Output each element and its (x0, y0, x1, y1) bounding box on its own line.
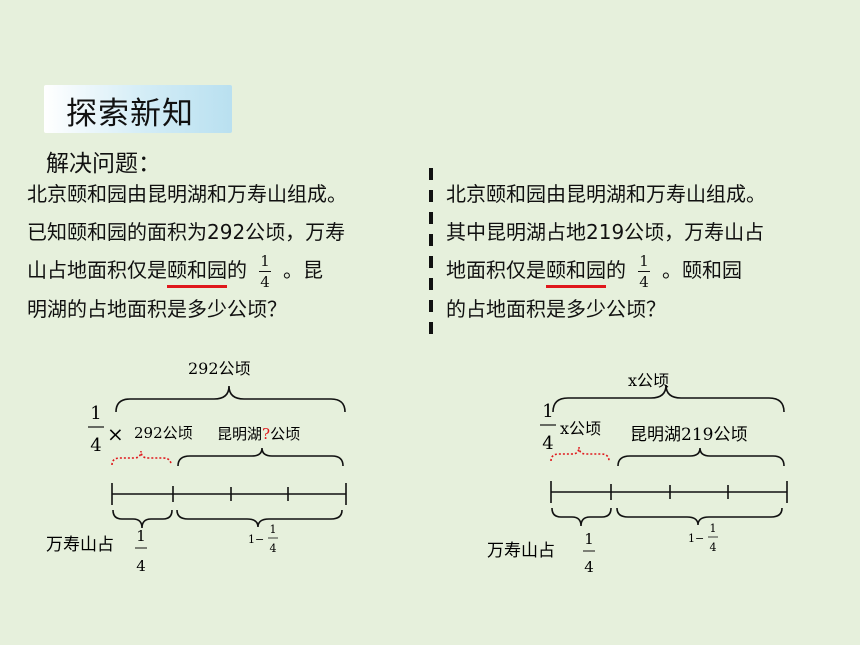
left-part1-label: 292公顷 (134, 424, 193, 442)
right-rest-frac-den: 4 (710, 541, 717, 554)
right-line-2: 其中昆明湖占地219公顷，万寿山占 (446, 220, 765, 244)
right-line-3-pre: 地面积仅是 (446, 258, 546, 282)
left-bottom-frac-den: 4 (136, 557, 146, 575)
section-tag-label: 探索新知 (66, 96, 194, 132)
left-frac-num: 1 (90, 403, 101, 424)
right-lower-brace-small (551, 507, 612, 527)
right-bottom-frac-den: 4 (584, 558, 594, 576)
left-rest-label: 1− (248, 533, 264, 546)
left-rest-frac-num: 1 (270, 523, 277, 536)
right-rest-label: 1− (688, 532, 704, 545)
right-part1-label: x公顷 (560, 419, 601, 438)
left-text-frac-den: 4 (260, 273, 270, 291)
left-underlined-term: 颐和园 (167, 251, 227, 289)
left-line-3-end: 。昆 (283, 258, 323, 282)
left-line-2: 已知颐和园的面积为292公顷，万寿 (27, 220, 346, 244)
left-dotted-brace (111, 450, 172, 466)
left-rest-frac-den: 4 (270, 542, 277, 555)
left-lower-brace-large (176, 509, 343, 528)
left-problem-text: 北京颐和园由昆明湖和万寿山组成。 已知颐和园的面积为292公顷，万寿 山占地面积… (27, 175, 417, 328)
left-times-sign: × (107, 422, 124, 446)
left-line-3-pre: 山占地面积仅是 (27, 258, 167, 282)
left-text-frac-num: 1 (260, 252, 270, 270)
right-part2-label: 昆明湖219公顷 (630, 425, 747, 445)
right-total-label: x公顷 (628, 371, 669, 390)
right-upper-brace (617, 447, 785, 467)
left-frac-den: 4 (90, 435, 101, 456)
left-lower-brace-small (112, 509, 173, 529)
section-tag: 探索新知 (44, 85, 232, 133)
left-part2-prefix: 昆明湖 (217, 425, 262, 443)
left-line-1: 北京颐和园由昆明湖和万寿山组成。 (27, 182, 347, 206)
fraction-bar (259, 271, 271, 272)
dashed-divider (429, 168, 433, 340)
right-text-frac-num: 1 (639, 252, 649, 270)
right-rest-frac-num: 1 (710, 522, 717, 535)
left-part2-question: ? (262, 425, 270, 443)
right-lower-brace-large (616, 507, 783, 526)
right-underlined-term: 颐和园 (546, 251, 606, 289)
right-bottom-label: 万寿山占 (487, 541, 555, 561)
right-line-4: 的占地面积是多少公顷？ (446, 297, 666, 321)
right-bottom-frac-num: 1 (584, 530, 594, 548)
left-part2-label: 昆明湖?公顷 (217, 425, 300, 443)
subtitle: 解决问题： (46, 151, 161, 177)
left-total-brace (115, 385, 346, 413)
right-problem-text: 北京颐和园由昆明湖和万寿山组成。 其中昆明湖占地219公顷，万寿山占 地面积仅是… (446, 175, 836, 328)
right-dotted-brace (550, 446, 610, 462)
right-frac-den: 4 (542, 433, 553, 454)
left-bottom-frac-num: 1 (136, 527, 146, 545)
left-total-label: 292公顷 (188, 359, 251, 378)
left-bottom-label: 万寿山占 (46, 535, 114, 555)
left-upper-brace (177, 447, 344, 467)
fraction-bar (638, 271, 650, 272)
right-line-3-end: 。颐和园 (662, 258, 742, 282)
right-line-1: 北京颐和园由昆明湖和万寿山组成。 (446, 182, 766, 206)
right-line-3-post: 的 (606, 258, 626, 282)
left-line-4: 明湖的占地面积是多少公顷？ (27, 297, 287, 321)
right-frac-num: 1 (542, 401, 553, 422)
left-line-3-post: 的 (227, 258, 247, 282)
left-part2-suffix: 公顷 (270, 425, 300, 443)
right-total-brace (552, 384, 785, 413)
right-text-frac-den: 4 (639, 273, 649, 291)
